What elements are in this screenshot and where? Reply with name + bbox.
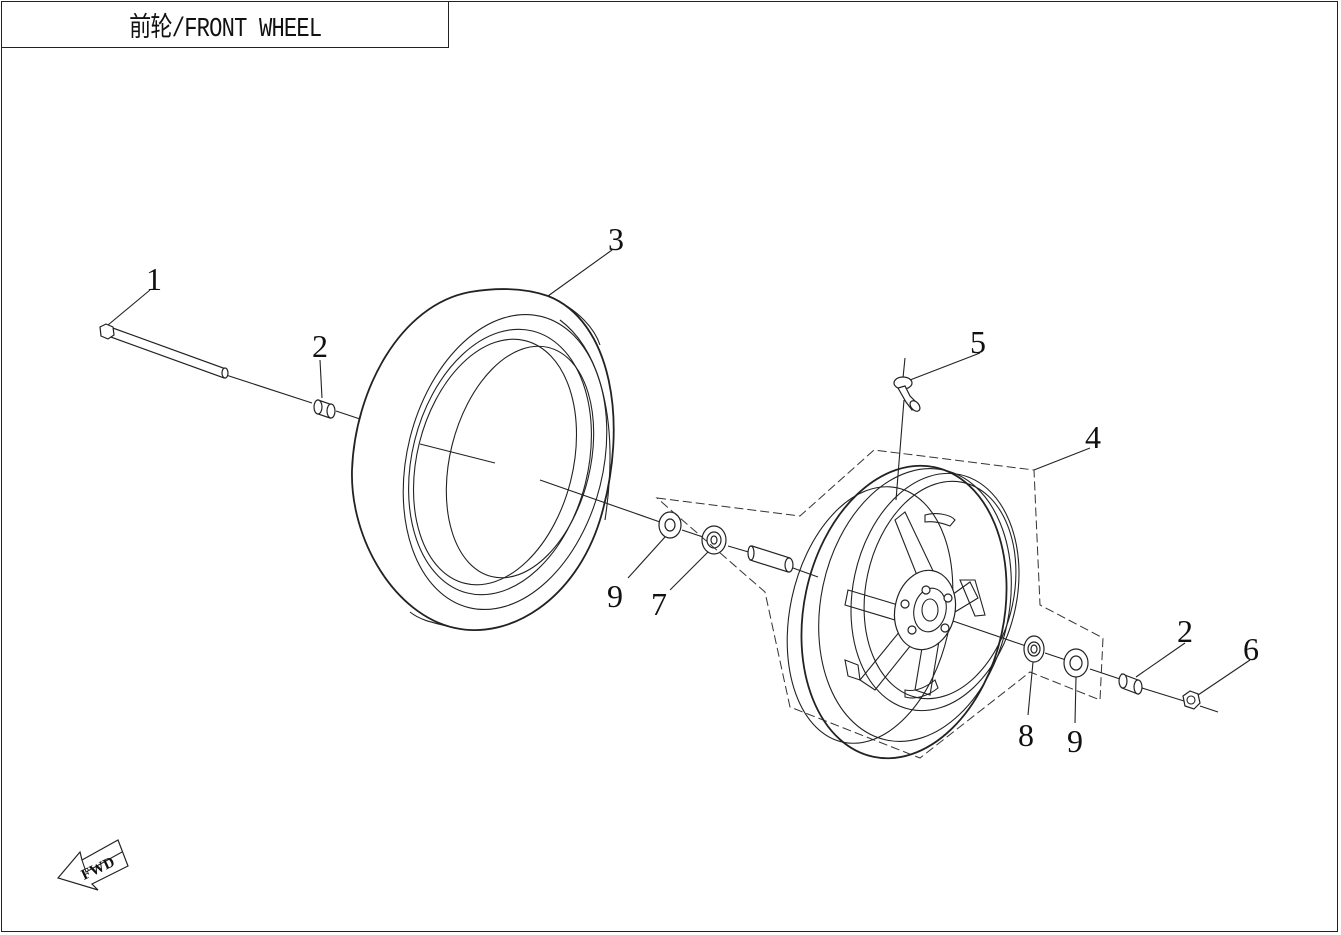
valve-part xyxy=(893,357,921,501)
axle-part xyxy=(99,323,229,379)
seal-left-part xyxy=(658,511,682,539)
rim-assembly-outline xyxy=(655,449,1104,759)
callout-9-left: 9 xyxy=(607,578,623,614)
axle-nut-part xyxy=(1182,690,1201,710)
bearing-right-part xyxy=(1023,635,1045,663)
callout-6: 6 xyxy=(1243,631,1259,667)
callout-1: 1 xyxy=(146,261,162,297)
leader-lines xyxy=(107,249,1251,724)
tire-part xyxy=(351,288,615,631)
callout-9-right: 9 xyxy=(1067,723,1083,759)
callout-5: 5 xyxy=(970,324,986,360)
seal-right-part xyxy=(1063,648,1089,678)
page-title: 前轮/FRONT WHEEL xyxy=(128,14,322,45)
callout-4: 4 xyxy=(1085,419,1101,455)
callout-3: 3 xyxy=(608,221,624,257)
callouts: 1 2 3 5 4 9 7 2 6 8 9 xyxy=(146,221,1259,759)
callout-2-right: 2 xyxy=(1177,613,1193,649)
rim-part xyxy=(786,464,1020,760)
callout-7: 7 xyxy=(651,586,667,622)
title-box: 前轮/FRONT WHEEL xyxy=(1,1,449,48)
callout-8: 8 xyxy=(1018,717,1034,753)
spacer-left-part xyxy=(313,399,336,419)
fwd-arrow-icon: FWD xyxy=(56,839,129,891)
hub-spacer-part xyxy=(747,545,794,573)
callout-2-left: 2 xyxy=(312,328,328,364)
spacer-right-part xyxy=(1118,673,1143,695)
